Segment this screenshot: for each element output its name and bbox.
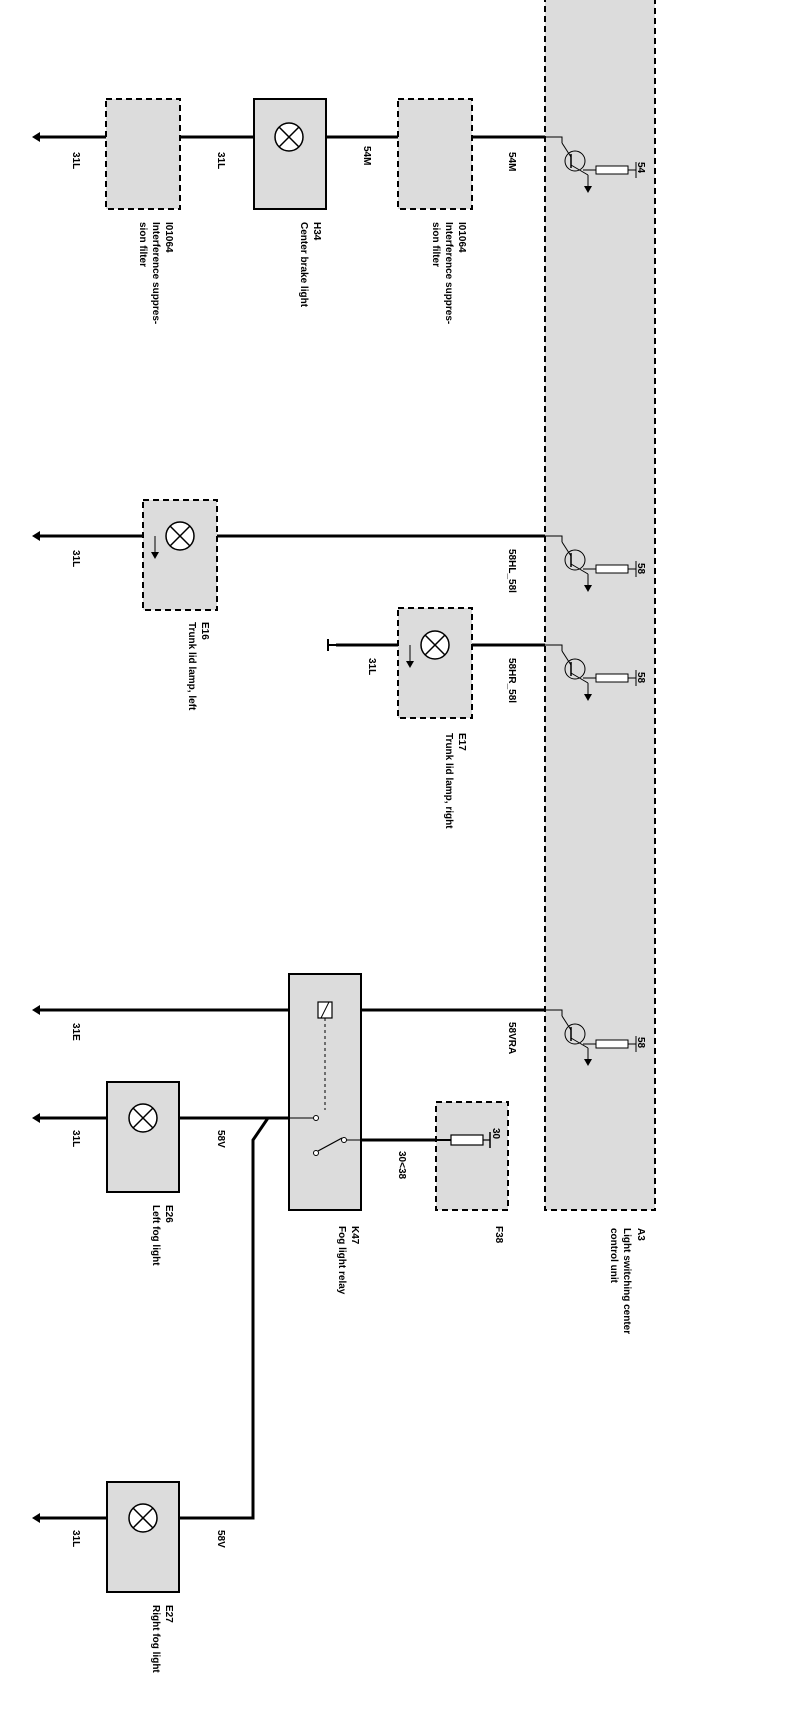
ground-terminal-row4 [32,1005,40,1015]
filter-left-name-line2: sion filter [137,222,148,267]
pin-54: 54 [635,162,646,174]
e26-left-fog-light-box [106,1081,180,1193]
e17-name: Trunk lid lamp, right [443,733,454,829]
label-58hr: 58HR_58l [506,658,517,703]
label-31l-row1-b: 31L [215,152,226,169]
filter-right-id: I01064 [456,222,467,253]
e16-name: Trunk lid lamp, left [186,622,197,711]
filter-right-name-line2: sion filter [430,222,441,267]
interference-filter-left [105,98,181,210]
filter-left-id: I01064 [163,222,174,253]
e27-name: Right fog light [150,1605,161,1673]
label-31e: 31E [70,1023,81,1041]
f38-fuse-box [435,1101,509,1211]
ground-terminal-row5 [32,1113,40,1123]
a3-driver-58hl: 58 [545,535,646,592]
label-31l-e16: 31L [70,550,81,567]
h34-name: Center brake light [298,222,309,308]
label-31l-row1-a: 31L [70,152,81,169]
k47-name: Fog light relay [336,1226,347,1295]
a3-name-line2: control unit [608,1228,619,1284]
e26-name: Left fog light [150,1205,161,1266]
a3-id: A3 [635,1228,646,1241]
label-31l-e27: 31L [70,1530,81,1547]
a3-name: Light switching center [621,1228,632,1334]
ground-terminal-row2 [32,531,40,541]
k47-id: K47 [349,1226,360,1245]
label-58vra: 58VRA [506,1022,517,1054]
e16-id: E16 [199,622,210,640]
label-31l-e17: 31L [366,658,377,675]
a3-control-unit-box [544,0,656,1211]
a3-driver-54: 54 [545,136,646,193]
filter-left-name: Interference suppres- [150,222,161,324]
label-58v-e27: 58V [215,1530,226,1548]
label-58hl: 58HL_58l [506,549,517,593]
pin-58-hr: 58 [635,672,646,684]
h34-center-brake-light-box [253,98,327,210]
ground-terminal-row6 [32,1513,40,1523]
label-54m-b: 54M [506,152,517,171]
f38-id: F38 [493,1226,504,1244]
filter-right-name: Interference suppres- [443,222,454,324]
e27-right-fog-light-box [106,1481,180,1593]
a3-driver-58hr: 58 [545,644,646,701]
e26-id: E26 [163,1205,174,1223]
interference-filter-right [397,98,473,210]
k47-switch-contact-icon [317,1137,343,1152]
pin-58-vra: 58 [635,1037,646,1049]
label-58v-e26: 58V [215,1130,226,1148]
e27-id: E27 [163,1605,174,1623]
a3-driver-58vra: 58 [545,1009,646,1066]
label-54m-a: 54M [361,146,372,165]
e17-id: E17 [456,733,467,751]
h34-id: H34 [311,222,322,241]
ground-terminal-row1 [32,132,40,142]
wire-branch-to-e27 [179,1117,270,1520]
pin-58-hl: 58 [635,563,646,575]
label-31l-e26: 31L [70,1130,81,1147]
label-30-38: 30<38 [396,1151,407,1180]
f38-fuse-icon [450,1134,484,1146]
pin-30: 30 [490,1128,501,1140]
